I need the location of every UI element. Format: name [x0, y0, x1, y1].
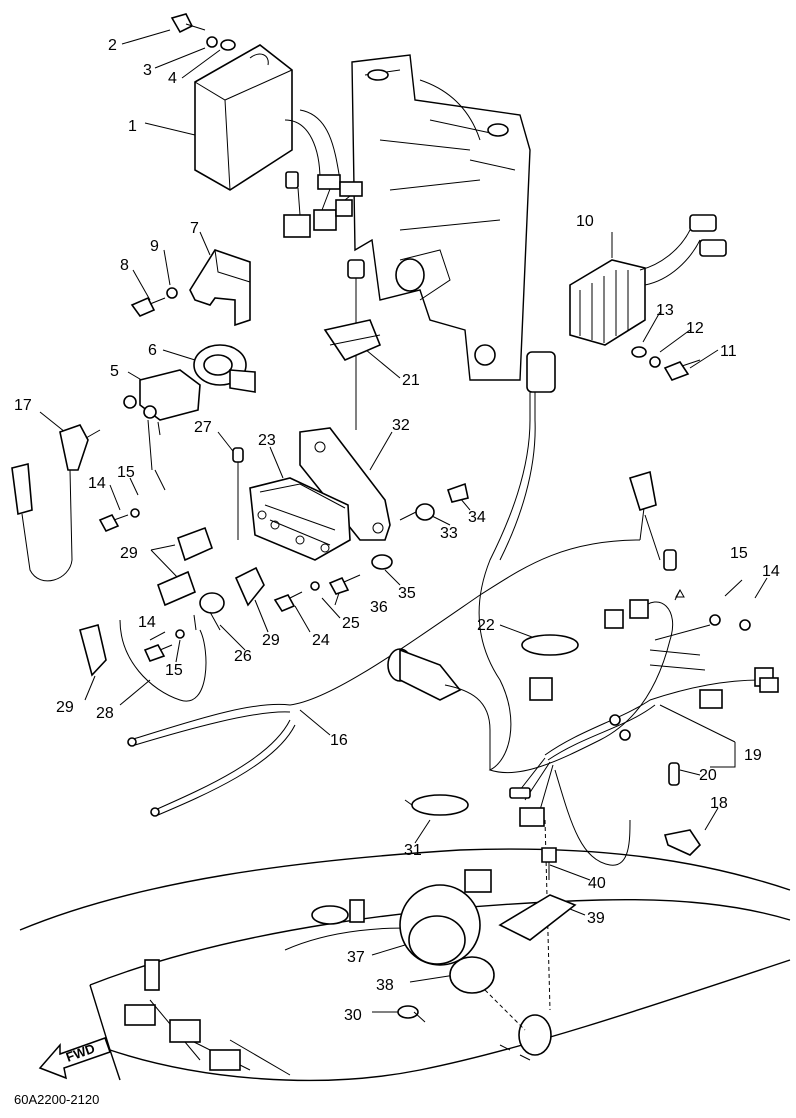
part-9-washer	[166, 287, 178, 299]
callout-8: 8	[120, 257, 129, 274]
callout-40: 40	[588, 875, 606, 892]
fwd-arrow-icon: FWD	[38, 1037, 111, 1080]
callout-4: 4	[168, 70, 177, 87]
callout-6: 6	[148, 342, 157, 359]
callout-14-lower: 14	[138, 614, 156, 631]
callout-31: 31	[404, 842, 422, 859]
part-14-bolt-left	[98, 513, 129, 533]
callout-22: 22	[477, 617, 495, 634]
callout-26: 26	[234, 648, 252, 665]
callout-38: 38	[376, 977, 394, 994]
callout-1: 1	[128, 118, 137, 135]
part-13-washer	[631, 346, 647, 358]
part-20-fuse	[668, 762, 680, 786]
part-31-band	[404, 794, 469, 816]
callout-15-left: 15	[117, 464, 135, 481]
callout-13: 13	[656, 302, 674, 319]
part-15-washer-left	[130, 508, 140, 518]
callout-9: 9	[150, 238, 159, 255]
main-connector-plug	[387, 648, 491, 770]
part-23-terminal-block	[249, 477, 351, 561]
callout-29-middle: 29	[262, 632, 280, 649]
callout-29-lower: 29	[56, 699, 74, 716]
callout-3: 3	[143, 62, 152, 79]
part-36-bolt	[328, 574, 361, 595]
callout-2: 2	[108, 37, 117, 54]
drawing-code: 60A2200-2120	[14, 1092, 99, 1107]
part-18-holder	[663, 829, 702, 856]
callout-24: 24	[312, 632, 330, 649]
part-19-wire-harness	[478, 351, 779, 866]
callout-15-lower: 15	[165, 662, 183, 679]
part-40-bolt	[541, 847, 557, 880]
part-24-bolt	[273, 591, 303, 612]
callout-16: 16	[330, 732, 348, 749]
part-17-lead-cap	[11, 424, 101, 582]
callout-30: 30	[344, 1007, 362, 1024]
callout-33: 33	[440, 525, 458, 542]
part-35-grommet	[371, 554, 393, 570]
part-15-washer-lower	[175, 629, 185, 639]
part-8-bolt	[130, 296, 166, 317]
part-38-o-ring	[449, 956, 495, 994]
callout-27: 27	[194, 419, 212, 436]
callout-29-upper: 29	[120, 545, 138, 562]
bottom-cowling	[19, 848, 791, 1082]
callout-14-right: 14	[762, 563, 780, 580]
callout-20: 20	[699, 767, 717, 784]
callout-11: 11	[720, 343, 737, 360]
callout-21: 21	[402, 372, 420, 389]
part-39-bracket	[498, 894, 577, 941]
part-14-bolt-lower	[143, 644, 173, 663]
callout-25: 25	[342, 615, 360, 632]
callout-19: 19	[744, 747, 762, 764]
part-7-bracket	[189, 249, 251, 327]
part-3-washer	[206, 36, 218, 48]
part-5-starter-relay	[123, 369, 201, 491]
part-33-collar	[399, 503, 435, 521]
callout-23: 23	[258, 432, 276, 449]
callout-35: 35	[398, 585, 416, 602]
part-25-washer	[310, 581, 320, 591]
part-21-clamp	[323, 259, 382, 430]
callout-34: 34	[468, 509, 486, 526]
part-28-wire	[119, 614, 207, 702]
part-16-cable	[127, 470, 677, 817]
part-37-grommet	[399, 869, 492, 966]
part-29-caps	[79, 526, 265, 677]
callout-15-right: 15	[730, 545, 748, 562]
callout-10: 10	[576, 213, 594, 230]
part-34-bolt	[446, 482, 469, 503]
part-11-bolt	[663, 359, 701, 381]
callout-17: 17	[14, 397, 32, 414]
callout-7: 7	[190, 220, 199, 237]
callout-36: 36	[370, 599, 388, 616]
upper-mounting-bracket	[351, 54, 531, 381]
callout-labels: 1 2 3 4 5 6 7 8 9 10 11 12 13 14 14 14 1…	[14, 37, 780, 1024]
callout-39: 39	[587, 910, 605, 927]
part-26-band	[199, 592, 225, 631]
part-32-plate	[299, 427, 391, 541]
part-22-band	[521, 634, 579, 656]
part-6-holder	[193, 344, 256, 393]
callout-18: 18	[710, 795, 728, 812]
callout-5: 5	[110, 363, 119, 380]
part-4-washer	[220, 39, 236, 51]
part-12-washer	[649, 356, 661, 368]
part-30-clip	[397, 1005, 426, 1023]
callout-14-left: 14	[88, 475, 106, 492]
callout-32: 32	[392, 417, 410, 434]
callout-12: 12	[686, 320, 704, 337]
part-1-cdi-unit	[194, 44, 363, 238]
callout-28: 28	[96, 705, 114, 722]
part-2-bolt	[170, 13, 206, 34]
leader-lines	[39, 29, 768, 1031]
part-10-rectifier-regulator	[569, 214, 727, 346]
part-27-connector	[232, 447, 244, 540]
callout-37: 37	[347, 949, 365, 966]
